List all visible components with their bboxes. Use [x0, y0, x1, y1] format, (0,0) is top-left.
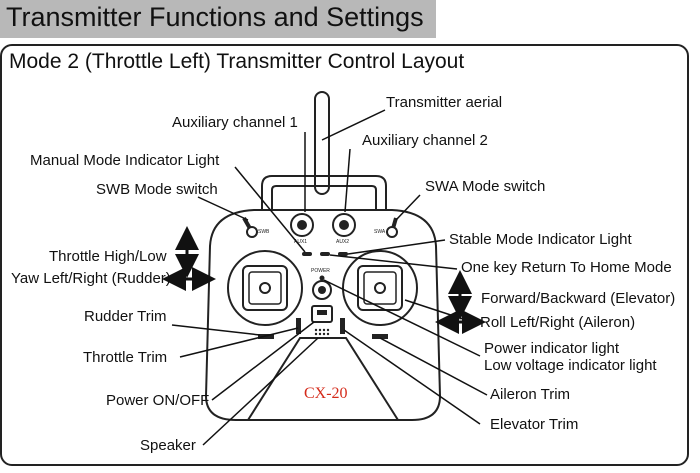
manual-mode-light [302, 252, 312, 256]
swb-tag: SWB [258, 229, 270, 235]
aux2-knob [332, 213, 356, 237]
label-throttle: Throttle High/Low [49, 248, 167, 265]
label-rudder-trim: Rudder Trim [84, 308, 167, 325]
content-frame [0, 44, 689, 466]
aux1-tag: AUX1 [294, 239, 307, 245]
speaker-grill [314, 328, 330, 336]
aileron-trim [372, 334, 388, 339]
aux1-knob [290, 213, 314, 237]
diagram-subtitle: Mode 2 (Throttle Left) Transmitter Contr… [9, 50, 465, 73]
elevator-trim [340, 318, 345, 334]
throttle-trim [296, 318, 301, 334]
label-swa-switch: SWA Mode switch [425, 178, 546, 195]
label-low-voltage-light: Low voltage indicator light [484, 357, 657, 374]
label-roll: Roll Left/Right (Aileron) [480, 314, 636, 331]
label-power-switch: Power ON/OFF [106, 392, 210, 409]
label-aux-channel-1: Auxiliary channel 1 [172, 114, 298, 131]
label-yaw: Yaw Left/Right (Rudder) [11, 270, 171, 287]
label-manual-mode-light: Manual Mode Indicator Light [30, 152, 220, 169]
page-title: Transmitter Functions and Settings [6, 2, 424, 32]
label-aileron-trim: Aileron Trim [490, 386, 571, 403]
label-transmitter-aerial: Transmitter aerial [386, 94, 503, 111]
right-gimbal [342, 250, 418, 326]
label-speaker: Speaker [140, 437, 196, 454]
aux2-tag: AUX2 [336, 239, 349, 245]
swa-tag: SWA [374, 229, 386, 235]
label-forward-backward: Forward/Backward (Elevator) [481, 290, 676, 307]
stable-mode-light [338, 252, 348, 256]
left-gimbal [227, 250, 303, 326]
label-elevator-trim: Elevator Trim [490, 416, 579, 433]
return-home-light [320, 252, 330, 256]
power-tag: POWER [311, 268, 330, 274]
label-stable-mode-light: Stable Mode Indicator Light [449, 231, 632, 248]
model-label: CX-20 [304, 385, 348, 402]
carry-handle [261, 175, 387, 232]
label-swb-switch: SWB Mode switch [96, 181, 218, 198]
swa-switch [386, 217, 398, 238]
label-aux-channel-2: Auxiliary channel 2 [362, 132, 488, 149]
header-bar [0, 0, 436, 38]
leader-lines [171, 109, 488, 446]
antenna [314, 91, 330, 195]
label-power-light: Power indicator light [484, 340, 620, 357]
swb-switch [242, 217, 258, 238]
label-return-home: One key Return To Home Mode [461, 259, 672, 276]
power-light-dot [319, 275, 325, 281]
label-throttle-trim: Throttle Trim [83, 349, 168, 366]
